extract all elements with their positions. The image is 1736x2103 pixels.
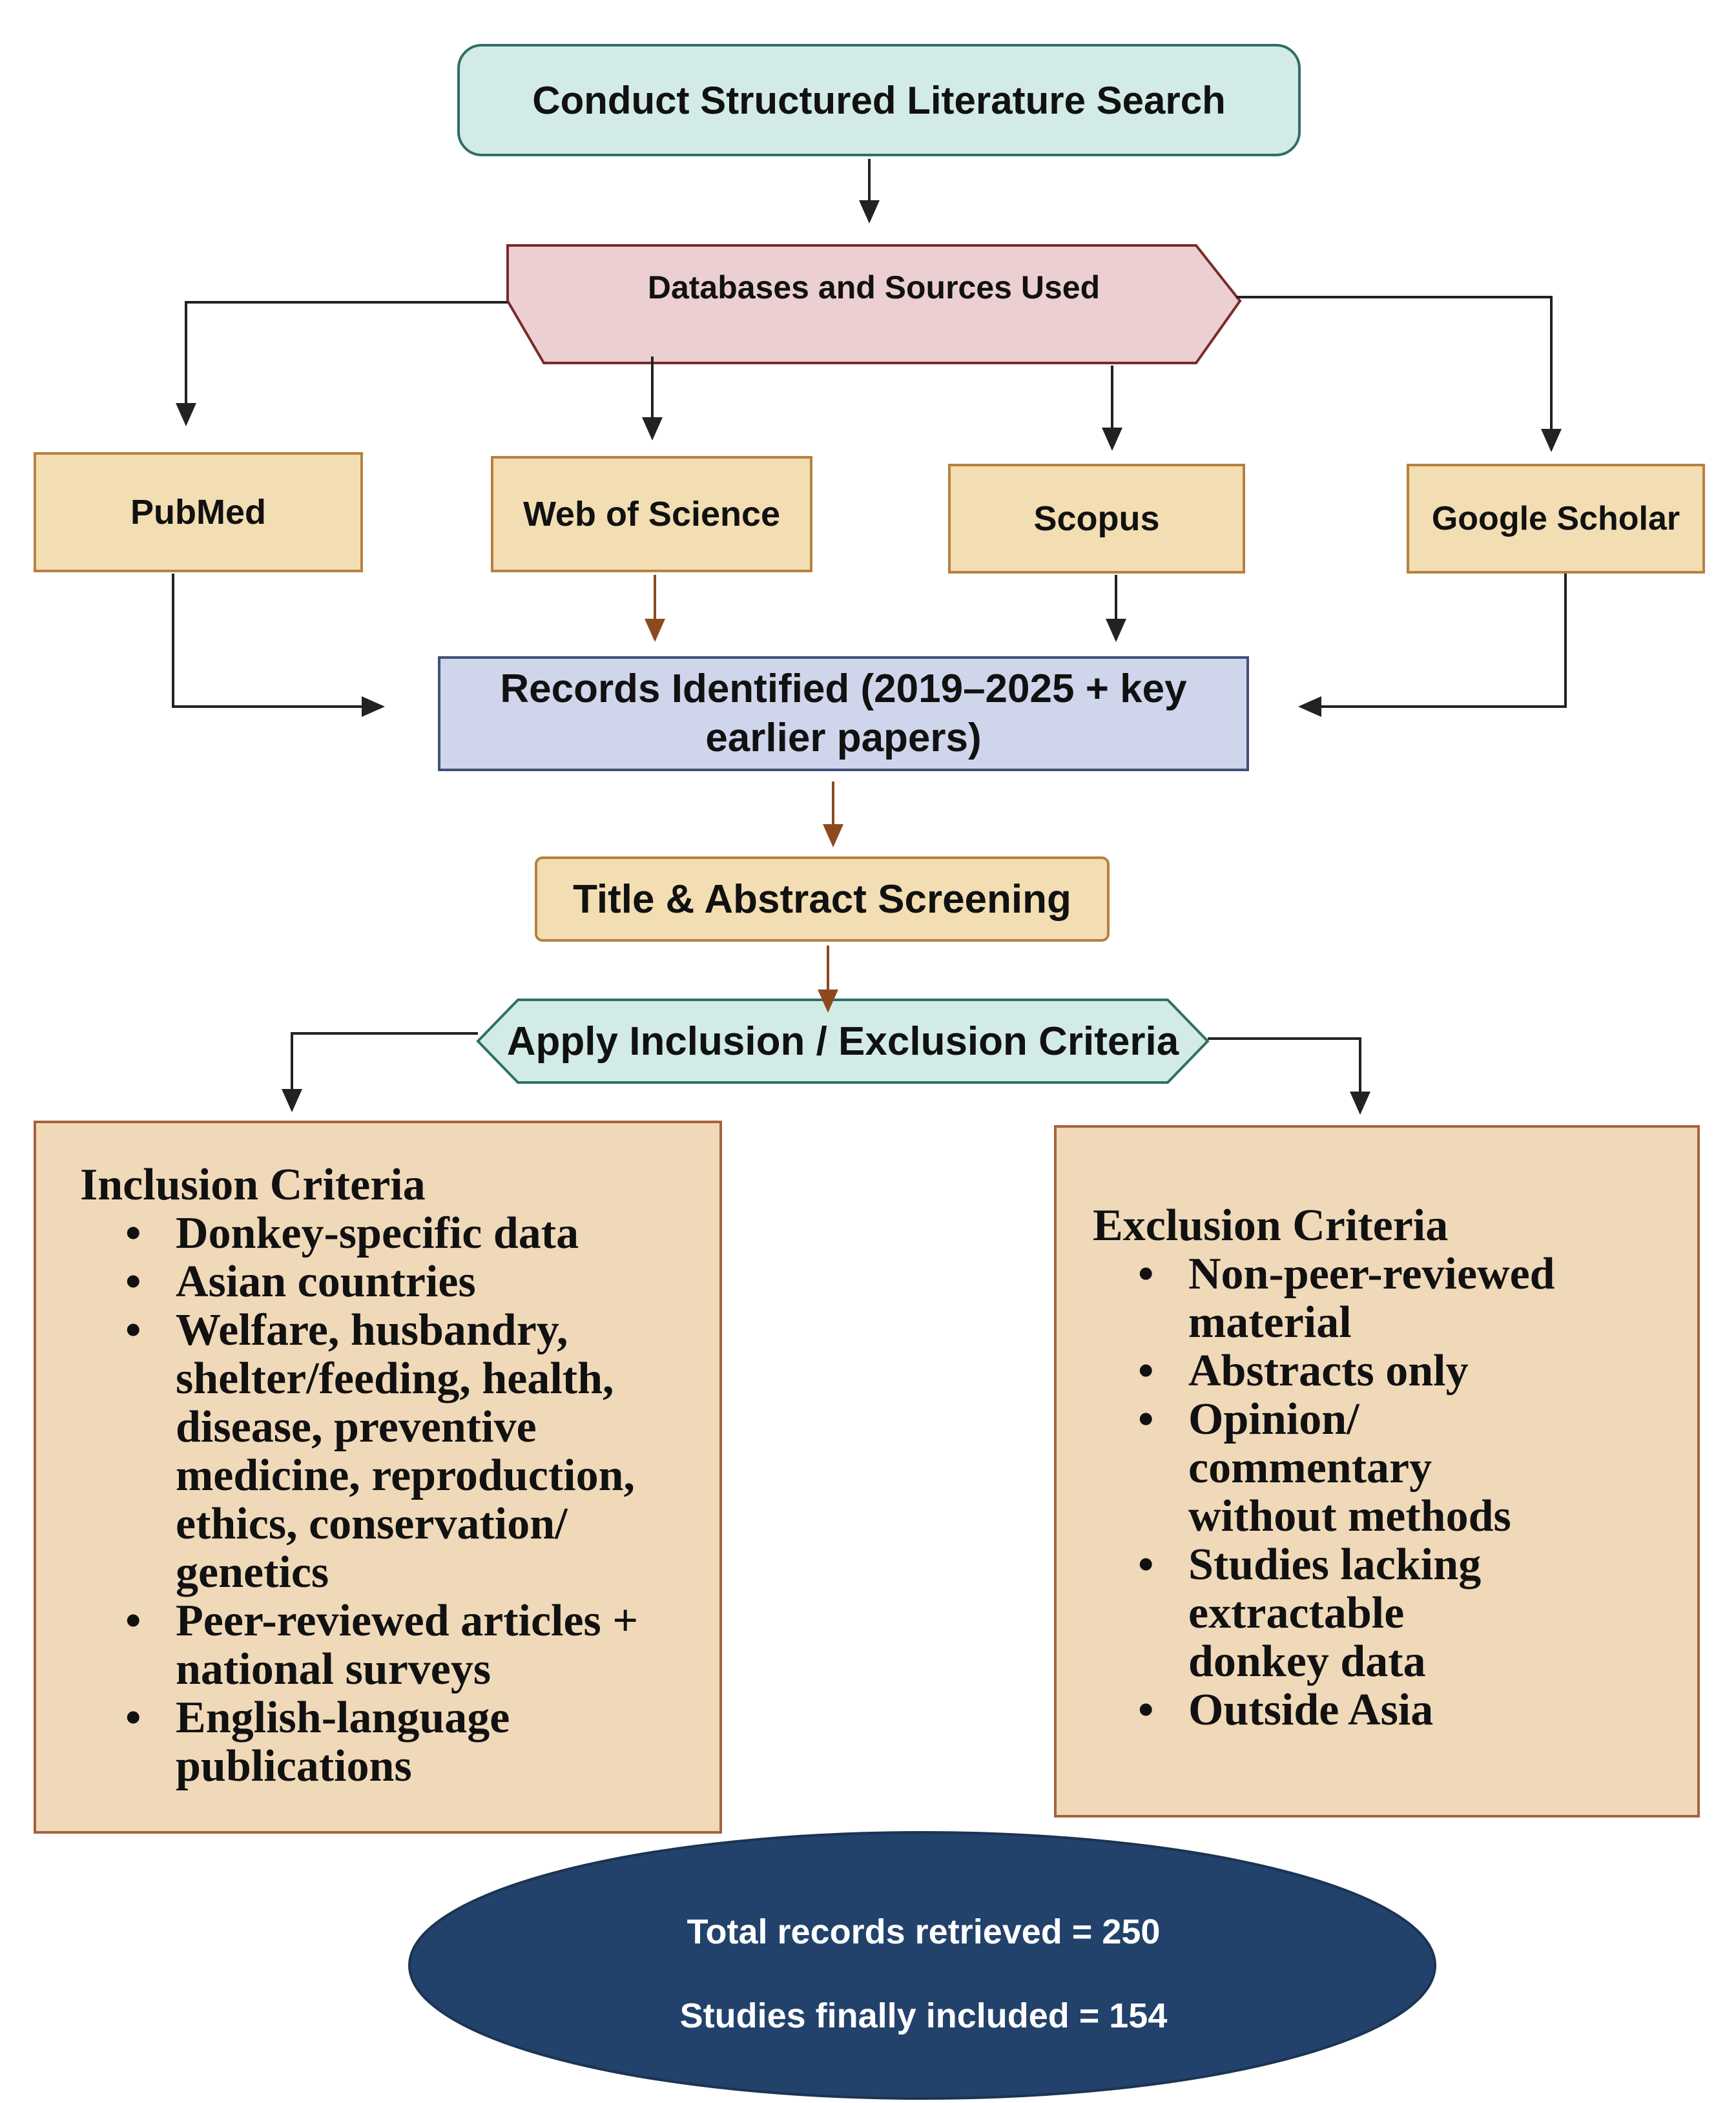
inclusion-item-line: publications <box>176 1741 412 1791</box>
exclusion-item: • Non-peer-reviewed material <box>1093 1250 1697 1347</box>
exclusion-item-line: material <box>1188 1298 1352 1347</box>
source-pubmed-label: PubMed <box>130 493 266 532</box>
arrow-databases-to-google-scholar <box>1236 296 1562 452</box>
summary-included: Studies finally included = 154 <box>679 1996 1168 2035</box>
bullet-icon: • <box>1138 1394 1154 1444</box>
bullet-icon: • <box>1138 1249 1154 1299</box>
inclusion-item-line: Asian countries <box>176 1257 476 1307</box>
criteria-step-box: Apply Inclusion / Exclusion Criteria <box>478 1000 1208 1083</box>
exclusion-criteria-box: Exclusion Criteria • Non-peer-reviewed m… <box>1054 1125 1700 1818</box>
inclusion-item-line: national surveys <box>176 1644 491 1694</box>
inclusion-criteria-box: Inclusion Criteria • Donkey-specific dat… <box>34 1121 722 1834</box>
inclusion-item-line: Welfare, husbandry, <box>176 1305 568 1355</box>
start-box: Conduct Structured Literature Search <box>457 44 1301 156</box>
inclusion-title: Inclusion Criteria <box>80 1160 426 1210</box>
source-pubmed: PubMed <box>34 452 363 572</box>
screening-box: Title & Abstract Screening <box>535 856 1110 942</box>
bullet-icon: • <box>1138 1346 1154 1396</box>
databases-box: Databases and Sources Used <box>508 245 1240 329</box>
arrow-criteria-to-inclusion <box>282 1032 478 1112</box>
exclusion-title: Exclusion Criteria <box>1093 1201 1449 1250</box>
source-web-of-science: Web of Science <box>491 456 812 572</box>
exclusion-list: • Non-peer-reviewed material • Abstracts… <box>1093 1250 1697 1734</box>
source-web-of-science-label: Web of Science <box>522 495 781 534</box>
arrow-databases-to-pubmed <box>176 301 508 426</box>
exclusion-item-line: without methods <box>1188 1491 1511 1541</box>
records-line-2: earlier papers) <box>705 716 982 760</box>
inclusion-item-line: ethics, conservation/ <box>176 1499 568 1549</box>
bullet-icon: • <box>1138 1685 1154 1735</box>
inclusion-item: • Asian countries <box>80 1258 719 1306</box>
bullet-icon: • <box>125 1208 141 1258</box>
exclusion-item: • Studies lacking extractable donkey dat… <box>1093 1540 1697 1686</box>
summary-oval <box>408 1831 1436 2100</box>
inclusion-item-line: English-language <box>176 1693 510 1743</box>
exclusion-item: • Abstracts only <box>1093 1347 1697 1395</box>
source-scopus-label: Scopus <box>1033 499 1160 538</box>
records-line-1: Records Identified (2019–2025 + key <box>500 667 1187 711</box>
bullet-icon: • <box>125 1305 141 1355</box>
exclusion-item-line: extractable <box>1188 1588 1405 1638</box>
exclusion-item-line: Abstracts only <box>1188 1346 1469 1396</box>
source-google-scholar-label: Google Scholar <box>1431 500 1680 537</box>
bullet-icon: • <box>125 1596 141 1646</box>
exclusion-item-line: Studies lacking <box>1188 1540 1482 1590</box>
exclusion-item-line: Non-peer-reviewed <box>1188 1249 1555 1299</box>
inclusion-item-line: shelter/feeding, health, <box>176 1354 614 1404</box>
inclusion-item: • English-language publications <box>80 1694 719 1790</box>
exclusion-item-line: Outside Asia <box>1188 1685 1434 1735</box>
inclusion-item-line: genetics <box>176 1548 329 1597</box>
inclusion-item: • Welfare, husbandry, shelter/feeding, h… <box>80 1306 719 1597</box>
arrow-criteria-to-exclusion <box>1208 1037 1370 1115</box>
summary-total: Total records retrieved = 250 <box>687 1912 1161 1951</box>
source-google-scholar: Google Scholar <box>1407 464 1705 574</box>
arrow-google-scholar-to-records <box>1298 574 1567 717</box>
bullet-icon: • <box>125 1257 141 1307</box>
inclusion-item: • Peer-reviewed articles + national surv… <box>80 1597 719 1694</box>
arrow-pubmed-to-records <box>172 574 385 717</box>
inclusion-item-line: Donkey-specific data <box>176 1208 579 1258</box>
inclusion-item-line: medicine, reproduction, <box>176 1451 636 1500</box>
inclusion-list: • Donkey-specific data • Asian countries… <box>80 1209 719 1790</box>
records-identified-box: Records Identified (2019–2025 + key earl… <box>438 656 1249 771</box>
bullet-icon: • <box>125 1693 141 1743</box>
source-scopus: Scopus <box>948 464 1245 574</box>
exclusion-item: • Opinion/ commentary without methods <box>1093 1395 1697 1540</box>
screening-label: Title & Abstract Screening <box>573 876 1071 922</box>
criteria-hexagon <box>476 999 1210 1084</box>
inclusion-item-line: disease, preventive <box>176 1402 537 1452</box>
databases-label: Databases and Sources Used <box>647 269 1100 306</box>
exclusion-item: • Outside Asia <box>1093 1686 1697 1734</box>
criteria-step-label: Apply Inclusion / Exclusion Criteria <box>506 1019 1179 1064</box>
inclusion-item: • Donkey-specific data <box>80 1209 719 1258</box>
exclusion-item-line: Opinion/ <box>1188 1394 1359 1444</box>
exclusion-item-line: donkey data <box>1188 1637 1426 1686</box>
exclusion-item-line: commentary <box>1188 1443 1432 1493</box>
inclusion-item-line: Peer-reviewed articles + <box>176 1596 639 1646</box>
start-label: Conduct Structured Literature Search <box>532 78 1226 122</box>
bullet-icon: • <box>1138 1540 1154 1590</box>
